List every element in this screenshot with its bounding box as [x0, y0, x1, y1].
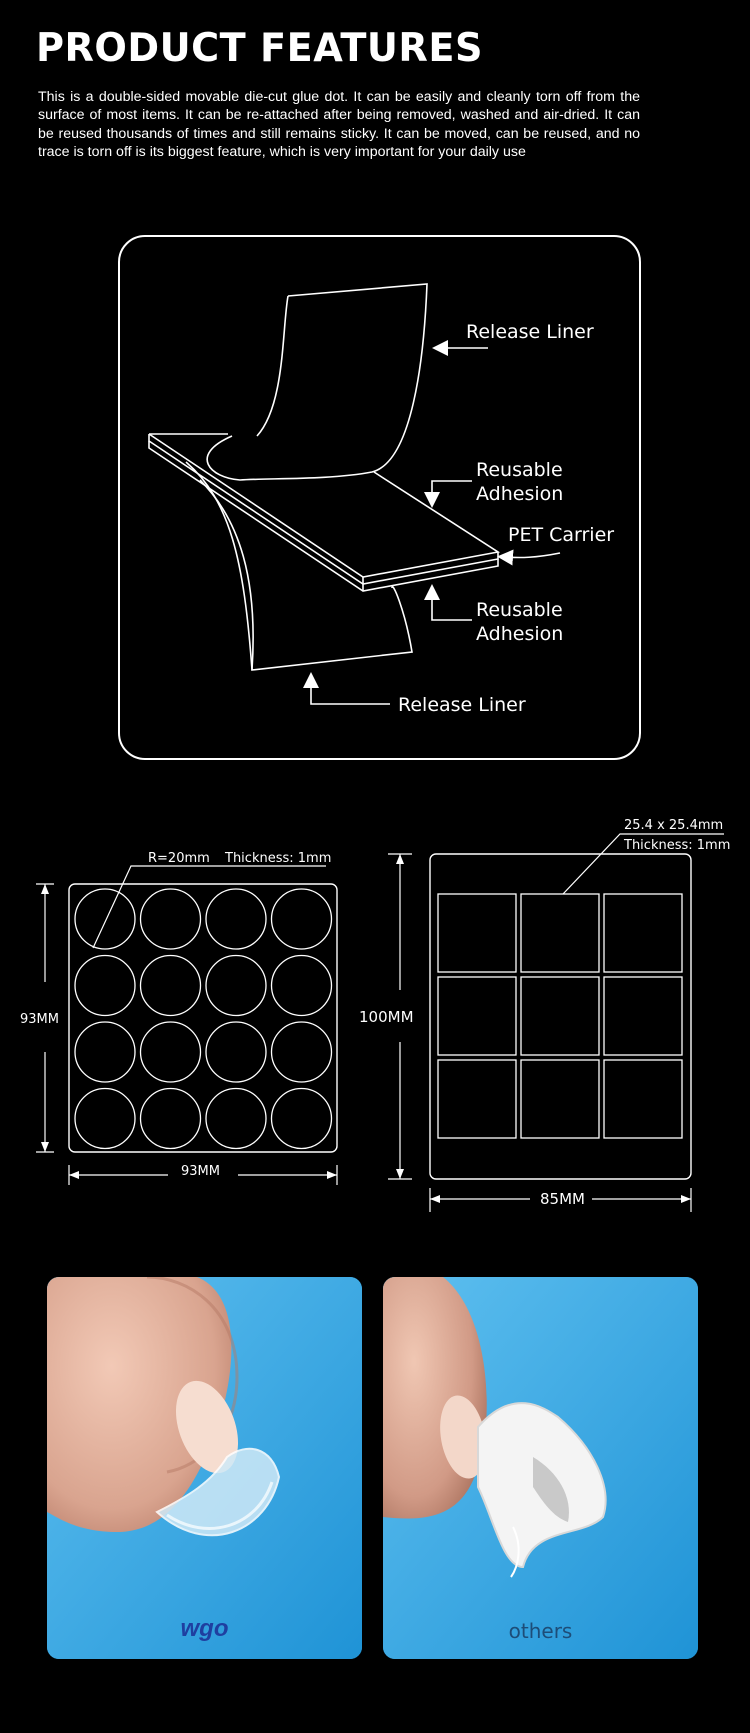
glue-dot-circle — [205, 1087, 267, 1150]
glue-dot-circle — [139, 1087, 202, 1150]
bottom-release-liner-shape — [199, 479, 413, 671]
product-description: This is a double-sided movable die-cut g… — [38, 89, 640, 160]
label-release-liner-top: Release Liner — [466, 321, 594, 343]
photo-others-dot: others — [383, 1277, 698, 1659]
glue-dot-circle — [74, 954, 136, 1017]
circle-grid — [74, 888, 333, 1150]
glue-dot-square — [603, 1059, 683, 1139]
glue-dot-square — [520, 893, 600, 973]
label-release-liner-bottom: Release Liner — [398, 694, 526, 716]
glue-dot-circle — [270, 1087, 333, 1150]
page-title: PRODUCT FEATURES — [36, 26, 483, 71]
glue-dot-circle — [139, 888, 202, 950]
glue-dot-circle — [74, 1021, 136, 1083]
round-thickness-label: Thickness: 1mm — [224, 851, 331, 866]
glue-dot-circle — [205, 888, 267, 950]
label-reusable-adhesion-top-2: Adhesion — [476, 483, 563, 505]
glue-dot-circle — [205, 1021, 267, 1083]
brand-logo-wugo: wgo — [180, 1615, 229, 1642]
photo-wugo-dot: wgo — [47, 1277, 362, 1659]
glue-dot-square — [603, 893, 683, 973]
radius-label: R=20mm — [148, 851, 210, 866]
glue-dot-square — [603, 976, 683, 1056]
round-height-label: 93MM — [20, 1012, 59, 1027]
label-reusable-adhesion-bottom-1: Reusable — [476, 599, 563, 621]
square-height-label: 100MM — [359, 1008, 414, 1026]
glue-dot-circle — [74, 888, 136, 950]
structure-frame — [118, 235, 641, 760]
glue-dot-square — [520, 976, 600, 1056]
top-release-liner-shape — [206, 283, 428, 481]
diagram-canvas: Release Liner Reusable Adhesion PET Carr… — [20, 235, 730, 1212]
square-width-label: 85MM — [540, 1190, 585, 1208]
round-width-label: 93MM — [181, 1164, 220, 1179]
square-size-label: 25.4 x 25.4mm — [624, 818, 723, 833]
glue-dot-circle — [270, 888, 333, 950]
square-grid — [437, 893, 683, 1139]
glue-dot-square — [520, 1059, 600, 1139]
brand-label-others: others — [508, 1619, 573, 1643]
glue-dot-square — [437, 1059, 517, 1139]
label-reusable-adhesion-top-1: Reusable — [476, 459, 563, 481]
square-thickness-label: Thickness: 1mm — [623, 838, 730, 853]
label-pet-carrier: PET Carrier — [508, 524, 614, 546]
glue-dot-circle — [205, 954, 267, 1017]
glue-dot-circle — [270, 1021, 333, 1083]
round-dot-sheet: R=20mm Thickness: 1mm 93MM 93MM — [20, 851, 338, 1185]
glue-dot-circle — [139, 1021, 202, 1083]
glue-dot-square — [437, 976, 517, 1056]
label-reusable-adhesion-bottom-2: Adhesion — [476, 623, 563, 645]
glue-dot-circle — [139, 954, 202, 1017]
square-dot-sheet: 25.4 x 25.4mm Thickness: 1mm 100MM 85MM — [359, 818, 730, 1212]
pet-carrier-shape — [148, 433, 501, 578]
glue-dot-circle — [270, 954, 333, 1017]
glue-dot-square — [437, 893, 517, 973]
glue-dot-circle — [74, 1087, 136, 1150]
